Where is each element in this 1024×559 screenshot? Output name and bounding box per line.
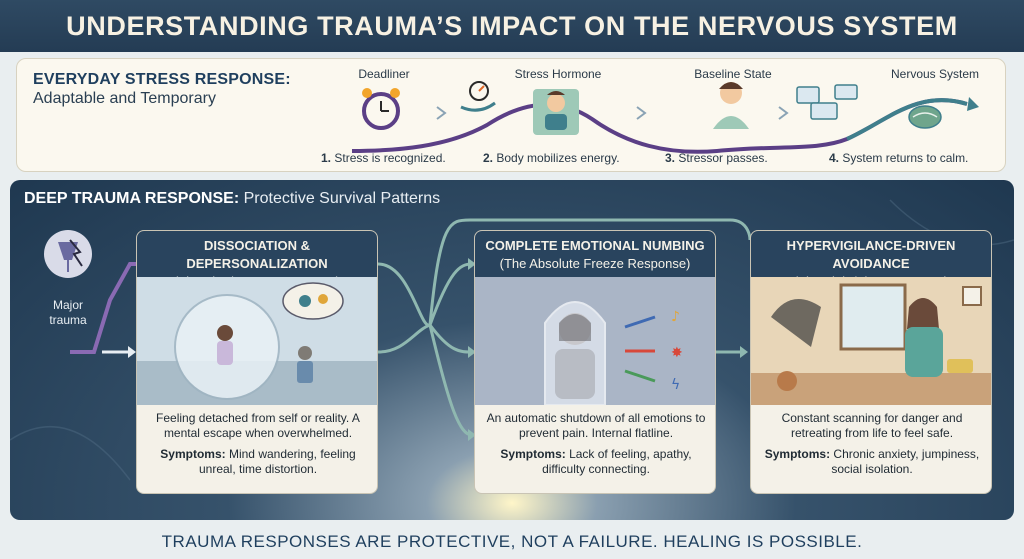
stressed-person-icon: [533, 89, 579, 135]
dissociation-scene-illustration: [137, 277, 377, 405]
everyday-subheading: Adaptable and Temporary: [33, 90, 216, 107]
calm-person-icon: [713, 82, 749, 129]
stress-curve-diagram: [351, 81, 979, 154]
title-bar: UNDERSTANDING TRAUMA’S IMPACT ON THE NER…: [0, 0, 1024, 52]
svg-text:ϟ: ϟ: [671, 377, 680, 393]
everyday-heading: EVERYDAY STRESS RESPONSE:: [33, 71, 291, 88]
svg-text:♪: ♪: [671, 309, 680, 325]
card-title: COMPLETE EMOTIONAL NUMBING: [485, 238, 705, 253]
card-symptoms: Symptoms: Chronic anxiety, jumpiness, so…: [764, 447, 980, 476]
curve-arrowhead: [967, 97, 979, 111]
card-header: HYPERVIGILANCE-DRIVEN AVOIDANCE (The Fig…: [751, 231, 991, 289]
stage-label-deadliner: Deadliner: [358, 67, 410, 81]
card-symptoms: Symptoms: Lack of feeling, apathy, diffi…: [500, 447, 692, 476]
major-trauma-label: Major trauma: [49, 298, 87, 327]
deep-trauma-section: DEEP TRAUMA RESPONSE: Protective Surviva…: [10, 180, 1014, 520]
card-title: DISSOCIATION & DEPERSONALIZATION: [186, 238, 328, 271]
hypervigilance-scene-illustration: [751, 277, 991, 405]
card-description: Constant scanning for danger and retreat…: [781, 411, 963, 440]
step-3: 3. Stressor passes.: [665, 151, 768, 165]
stage-label-stress-hormone: Stress Hormone: [514, 67, 602, 81]
stress-curve-end: [846, 98, 968, 141]
trauma-path-purple: [70, 262, 138, 354]
card-header: COMPLETE EMOTIONAL NUMBING (The Absolute…: [475, 231, 715, 277]
brain-icon: [908, 105, 942, 129]
trauma-flow-paths: [10, 199, 1014, 481]
stage-label-nervous-system: Nervous System: [890, 67, 980, 81]
card-symptoms: Symptoms: Mind wandering, feeling unreal…: [160, 447, 356, 476]
card-dissociation: DISSOCIATION & DEPERSONALIZATION (The Fl…: [136, 230, 378, 494]
page-title: UNDERSTANDING TRAUMA’S IMPACT ON THE NER…: [66, 10, 958, 41]
card-hypervigilance: HYPERVIGILANCE-DRIVEN AVOIDANCE (The Fig…: [750, 230, 992, 494]
everyday-stress-section: EVERYDAY STRESS RESPONSE: Adaptable and …: [16, 58, 1006, 172]
chevron-right-icon: [778, 106, 789, 120]
card-description: An automatic shutdown of all emotions to…: [486, 411, 706, 440]
alarm-clock-icon: [362, 88, 400, 130]
stage-label-baseline: Baseline State: [694, 67, 772, 81]
card-description: Feeling detached from self or reality. A…: [156, 411, 360, 440]
deep-heading: DEEP TRAUMA RESPONSE: Protective Surviva…: [24, 190, 441, 207]
arrow-icons: [624, 315, 656, 383]
step-2: 2. Body mobilizes energy.: [483, 151, 620, 165]
card-subtitle: (The Absolute Freeze Response): [499, 256, 691, 271]
card-header: DISSOCIATION & DEPERSONALIZATION (The Fl…: [137, 231, 377, 289]
footer-message: TRAUMA RESPONSES ARE PROTECTIVE, NOT A F…: [161, 531, 863, 551]
card-emotional-numbing: COMPLETE EMOTIONAL NUMBING (The Absolute…: [474, 230, 716, 494]
svg-text:✸: ✸: [671, 345, 683, 361]
broken-glass-icon: [44, 230, 92, 278]
card-title: HYPERVIGILANCE-DRIVEN AVOIDANCE: [786, 238, 956, 271]
stopwatch-hand-icon: [460, 81, 496, 112]
step-4: 4. System returns to calm.: [829, 151, 969, 165]
chevron-right-icon: [436, 106, 447, 120]
chevron-right-icon: [636, 106, 647, 120]
calendar-cards-icon: [796, 84, 858, 120]
numbing-scene-illustration: ♪ ✸ ϟ: [475, 277, 715, 405]
step-1: 1. Stress is recognized.: [321, 151, 446, 165]
